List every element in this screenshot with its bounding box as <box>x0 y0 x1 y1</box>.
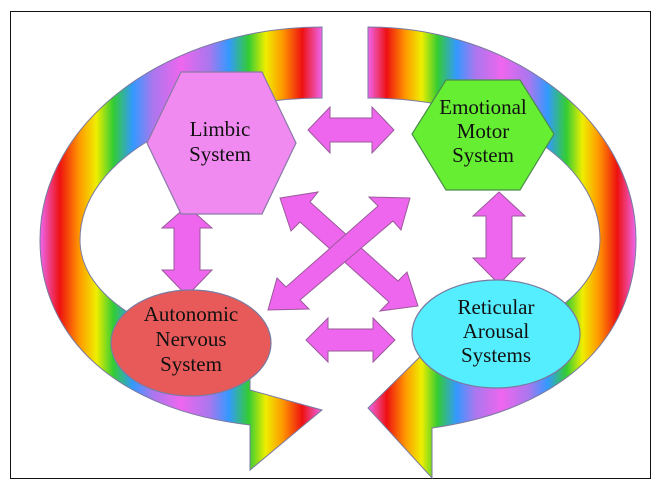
arrow-emotional-reticular <box>471 191 527 285</box>
limbic-system-node: Limbic System <box>146 71 297 215</box>
reticular-arousal-systems-node: Reticular Arousal Systems <box>411 279 581 389</box>
arrow-emotional-autonomic <box>267 196 411 311</box>
autonomic-nervous-system-node: Autonomic Nervous System <box>110 289 272 397</box>
arrow-limbic-emotional <box>307 105 395 155</box>
rainbow-ring-left <box>39 26 324 472</box>
limbic-label-1: Limbic <box>190 117 251 141</box>
reticular-label-2: Arousal <box>463 319 530 343</box>
emotional-label-3: System <box>452 143 514 167</box>
arrow-autonomic-reticular <box>305 316 396 364</box>
emotional-motor-system-node: Emotional Motor System <box>411 79 555 191</box>
emotional-label-1: Emotional <box>439 95 527 119</box>
reticular-label-1: Reticular <box>458 295 535 319</box>
reticular-label-3: Systems <box>461 343 531 367</box>
emotional-label-2: Motor <box>457 119 510 143</box>
arrow-limbic-autonomic <box>160 205 214 297</box>
autonomic-label-3: System <box>160 352 222 376</box>
diagram-frame <box>10 11 651 479</box>
limbic-label-2: System <box>189 142 251 166</box>
autonomic-label-2: Nervous <box>155 327 226 351</box>
autonomic-label-1: Autonomic <box>144 302 239 326</box>
